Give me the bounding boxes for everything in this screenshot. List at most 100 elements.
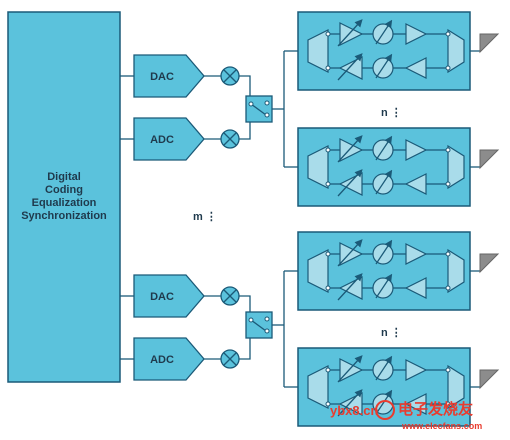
switch-node bbox=[325, 285, 331, 291]
switch-node bbox=[325, 367, 331, 373]
switch-node bbox=[445, 251, 451, 257]
adjust-arrow bbox=[375, 389, 393, 415]
adjust-arrow bbox=[337, 355, 363, 383]
antenna-icon bbox=[470, 253, 500, 274]
amplifier-icon bbox=[338, 56, 363, 80]
amplifier-icon bbox=[405, 359, 428, 381]
switch-icon bbox=[445, 364, 465, 410]
phase-shifter-icon bbox=[372, 53, 394, 79]
processor-line-2: Coding bbox=[45, 184, 83, 196]
mixer-icon bbox=[220, 66, 240, 86]
amplifier-icon bbox=[404, 393, 427, 415]
switch-body bbox=[307, 29, 329, 73]
mixer-cross bbox=[223, 289, 237, 303]
switch-node bbox=[248, 101, 254, 107]
switch-node bbox=[248, 317, 254, 323]
switch-node bbox=[325, 251, 331, 257]
amplifier-icon bbox=[338, 392, 363, 416]
switch-node bbox=[325, 31, 331, 37]
mixer-icon bbox=[220, 286, 240, 306]
adc-block: ADC bbox=[133, 337, 205, 381]
amplifier-icon bbox=[405, 139, 428, 161]
adjust-arrow bbox=[375, 135, 393, 161]
switch-icon bbox=[245, 311, 273, 339]
dac-block-label: DAC bbox=[150, 71, 174, 83]
switch-blade bbox=[250, 319, 267, 332]
switch-node bbox=[445, 285, 451, 291]
phase-shifter-icon bbox=[372, 239, 394, 265]
adc-block-shape bbox=[133, 337, 205, 381]
amplifier-icon bbox=[339, 138, 364, 162]
switch-icon bbox=[445, 28, 465, 74]
switch-body bbox=[447, 28, 465, 74]
variable-attenuator-icon bbox=[337, 239, 364, 267]
dac-block: DAC bbox=[133, 54, 205, 98]
phase-shifter-icon bbox=[372, 273, 394, 299]
m-channels-dots: m ⋮ bbox=[193, 211, 217, 223]
variable-attenuator-icon bbox=[337, 169, 363, 197]
adjust-arrow bbox=[375, 239, 393, 265]
dac-block-label: DAC bbox=[150, 291, 174, 303]
mixer-icon bbox=[220, 349, 240, 369]
phase-shifter-icon bbox=[372, 19, 394, 45]
switch-node bbox=[264, 100, 270, 106]
switch-node bbox=[445, 367, 451, 373]
amplifier-icon bbox=[404, 57, 427, 79]
front-end-modules bbox=[297, 11, 500, 427]
switch-icon bbox=[307, 249, 331, 293]
adjust-arrow bbox=[375, 273, 393, 299]
front-end-module bbox=[297, 231, 500, 311]
adjust-arrow bbox=[375, 53, 393, 79]
switch-node bbox=[445, 181, 451, 187]
amplifier-icon bbox=[339, 22, 364, 46]
switch-node bbox=[264, 328, 270, 334]
digital-processor-block bbox=[7, 11, 121, 383]
antenna-icon bbox=[470, 369, 500, 390]
watermark-left: ybx8.cn bbox=[330, 403, 378, 418]
front-end-module bbox=[297, 127, 500, 207]
processor-line-4: Synchronization bbox=[21, 210, 107, 222]
watermark-logo-icon bbox=[375, 400, 395, 420]
watermark-right: 电子发烧友 bbox=[398, 400, 473, 418]
adjust-arrow bbox=[337, 239, 363, 267]
adjust-arrow bbox=[337, 135, 363, 163]
variable-attenuator-icon bbox=[337, 273, 363, 301]
mixer-cross bbox=[223, 132, 237, 146]
antenna-shape bbox=[479, 33, 500, 54]
switch-node bbox=[325, 401, 331, 407]
switch-blade bbox=[250, 103, 267, 116]
phase-shifter-icon bbox=[372, 135, 394, 161]
adjust-arrow bbox=[375, 169, 393, 195]
switch-node bbox=[445, 147, 451, 153]
antenna-icon bbox=[470, 33, 500, 54]
amplifier-icon bbox=[338, 276, 363, 300]
dac-block-shape bbox=[133, 54, 205, 98]
antenna-shape bbox=[479, 369, 500, 390]
switch-icon bbox=[445, 144, 465, 190]
switch-box bbox=[245, 95, 273, 123]
variable-attenuator-icon bbox=[337, 53, 363, 81]
adjust-arrow bbox=[337, 273, 363, 301]
adjust-arrow bbox=[337, 169, 363, 197]
switch-icon bbox=[307, 29, 331, 73]
switch-box bbox=[245, 311, 273, 339]
switch-body bbox=[307, 365, 329, 409]
switch-node bbox=[325, 65, 331, 71]
dac-block-shape bbox=[133, 274, 205, 318]
switch-node bbox=[264, 316, 270, 322]
n-modules-dots-top: n ⋮ bbox=[381, 107, 402, 119]
amplifier-icon bbox=[405, 23, 428, 45]
adjust-arrow bbox=[337, 53, 363, 81]
watermark-url: www.elecfans.com bbox=[401, 421, 482, 431]
amplifier-icon bbox=[404, 277, 427, 299]
n-modules-dots-bottom: n ⋮ bbox=[381, 327, 402, 339]
phase-shifter-icon bbox=[372, 169, 394, 195]
variable-attenuator-icon bbox=[337, 355, 364, 383]
amplifier-icon bbox=[405, 243, 428, 265]
processor-line-1: Digital bbox=[47, 171, 81, 183]
adjust-arrow bbox=[337, 19, 363, 47]
switch-icon bbox=[307, 145, 331, 189]
switch-icon bbox=[245, 95, 273, 123]
